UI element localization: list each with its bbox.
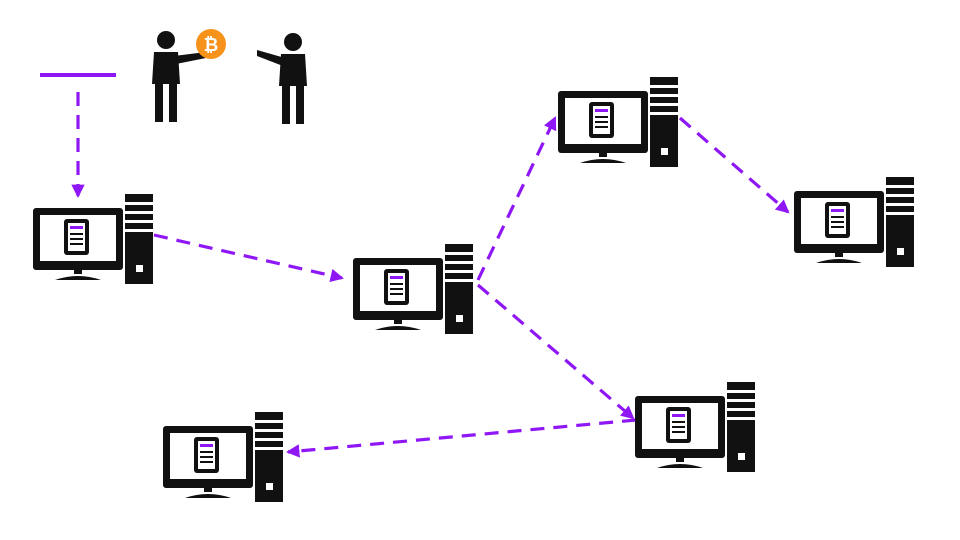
- desktop-computer-icon: [353, 244, 473, 334]
- computer-node-5: [635, 382, 755, 472]
- bitcoin-icon: [196, 29, 226, 59]
- computer-node-2: [353, 244, 473, 334]
- arrow-group: [71, 92, 790, 458]
- bitcoin-symbol: ₿: [204, 35, 219, 56]
- desktop-computer-icon: [163, 412, 283, 502]
- computer-node-4: [794, 177, 914, 267]
- desktop-computer-icon: [33, 194, 153, 284]
- computer-node-1: [33, 194, 153, 284]
- arrow-node-1-to-node-2: [153, 233, 344, 283]
- person-icon: [279, 33, 307, 124]
- arrow-node-2-to-node-5: [476, 283, 635, 420]
- bitcoin-coin: ₿: [196, 29, 226, 59]
- person-icon: [152, 31, 180, 122]
- computer-node-6: [163, 412, 283, 502]
- desktop-computer-icon: [635, 382, 755, 472]
- arrow-node-5-to-node-6: [285, 418, 637, 458]
- computer-node-3: [558, 77, 678, 167]
- arrow-node-3-to-node-4: [678, 116, 790, 214]
- receiver-arm: [257, 50, 285, 66]
- sender-person: [152, 31, 206, 122]
- arrow-node-2-to-node-3: [476, 116, 557, 281]
- sender-arm: [174, 52, 206, 64]
- desktop-computer-icon: [794, 177, 914, 267]
- desktop-computer-icon: [558, 77, 678, 167]
- receiver-person: [257, 33, 307, 124]
